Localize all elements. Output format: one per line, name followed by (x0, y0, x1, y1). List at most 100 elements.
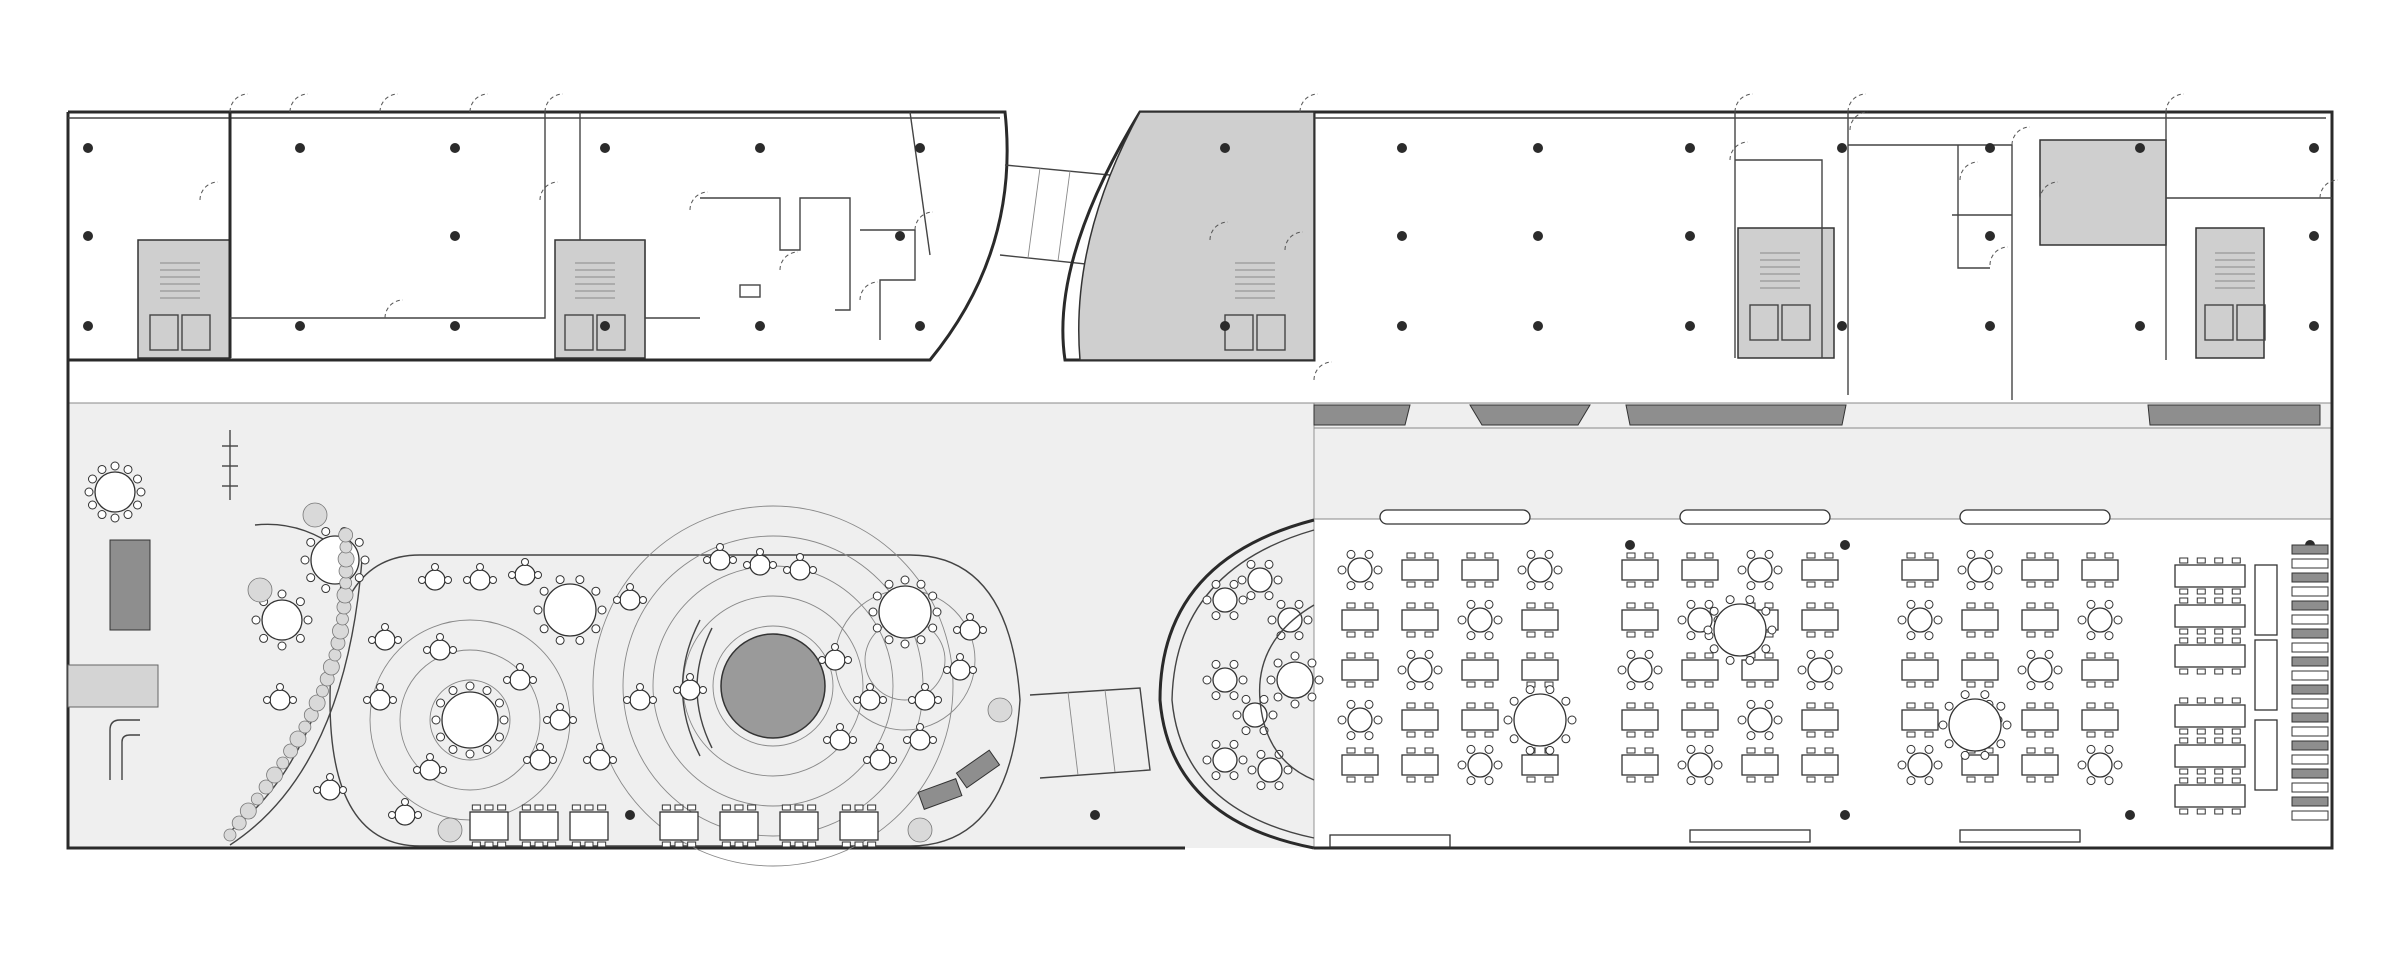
chair-icon (686, 673, 694, 681)
chair-icon (1704, 652, 1714, 659)
elevator-cab (1781, 304, 1811, 341)
round-table-icon (1212, 747, 1238, 773)
chair-icon (136, 487, 146, 497)
door-swing-icon (2039, 181, 2059, 201)
chair-icon (1764, 681, 1774, 688)
chair-icon (2231, 728, 2241, 735)
chair-icon (1424, 747, 1434, 754)
chair-icon (1677, 760, 1687, 770)
chair-icon (1626, 552, 1636, 559)
chair-icon (84, 487, 94, 497)
rect-table-icon (2081, 559, 2119, 581)
rect-table-icon (1961, 659, 1999, 681)
chair-icon (1484, 552, 1494, 559)
rect-table-icon (2021, 709, 2059, 731)
chair-icon (1256, 749, 1266, 759)
chair-icon (1704, 599, 1714, 609)
chair-icon (613, 596, 621, 604)
chair-icon (1484, 731, 1494, 738)
tiered-seat-icon (2291, 782, 2329, 793)
chair-icon (1503, 715, 1513, 725)
chair-icon (1274, 781, 1284, 791)
rect-table-icon (719, 811, 759, 841)
chair-icon (1526, 631, 1536, 638)
chair-icon (277, 589, 287, 599)
rect-table-icon (1741, 659, 1779, 681)
chair-icon (494, 698, 504, 708)
chair-icon (1806, 681, 1816, 691)
chair-icon (1364, 652, 1374, 659)
chair-icon (1906, 552, 1916, 559)
chair-icon (943, 666, 951, 674)
chair-icon (1686, 731, 1696, 738)
chair-icon (1406, 747, 1416, 754)
chair-icon (2231, 588, 2241, 595)
round-table-icon (2027, 657, 2053, 683)
chair-icon (2214, 668, 2224, 675)
column-icon (1625, 540, 1635, 550)
chair-icon (484, 804, 494, 811)
planter-icon (239, 802, 257, 820)
chair-icon (597, 841, 607, 848)
chair-icon (1211, 691, 1221, 701)
round-table-icon (514, 564, 536, 586)
chair-icon (2231, 697, 2241, 704)
planter-icon (266, 766, 283, 784)
column-icon (1397, 321, 1407, 331)
chair-icon (2026, 631, 2036, 638)
chair-icon (1824, 649, 1834, 659)
chair-icon (1704, 552, 1714, 559)
chair-icon (584, 841, 594, 848)
chair-icon (2044, 747, 2054, 754)
chair-icon (1686, 702, 1696, 709)
chair-icon (1644, 649, 1654, 659)
chair-icon (1806, 552, 1816, 559)
chair-icon (2086, 702, 2096, 709)
chair-icon (823, 736, 831, 744)
chair-icon (687, 804, 697, 811)
chair-icon (1745, 595, 1755, 605)
chair-icon (1346, 747, 1356, 754)
chair-icon (1424, 702, 1434, 709)
elevator-cab (596, 314, 626, 351)
chair-icon (1966, 776, 1976, 783)
tiered-seat-icon (2291, 740, 2329, 751)
rect-table-icon (2254, 639, 2278, 711)
rect-table-icon (1521, 609, 1559, 631)
rect-table-icon (1901, 709, 1939, 731)
round-table-icon (429, 639, 451, 661)
chair-icon (1703, 625, 1713, 635)
chair-icon (1704, 581, 1714, 588)
chair-icon (1553, 565, 1563, 575)
chair-icon (841, 804, 851, 811)
chair-icon (494, 732, 504, 742)
elevator-cab (1256, 314, 1286, 351)
round-table-icon (1713, 603, 1767, 657)
chair-icon (306, 537, 316, 547)
chair-icon (1526, 652, 1536, 659)
chair-icon (1346, 581, 1356, 591)
chair-icon (781, 804, 791, 811)
chair-icon (1364, 631, 1374, 638)
chair-icon (1824, 776, 1834, 783)
chair-icon (1424, 581, 1434, 588)
chair-icon (729, 556, 737, 564)
stair-core-icon (2039, 139, 2167, 246)
chair-icon (306, 573, 316, 583)
chair-icon (1484, 702, 1494, 709)
chair-icon (841, 841, 851, 848)
chair-icon (1944, 739, 1954, 749)
chair-icon (1806, 581, 1816, 588)
chair-icon (867, 841, 877, 848)
west-features (67, 430, 238, 780)
chair-icon (2026, 702, 2036, 709)
door-swing-icon (1959, 161, 1979, 181)
chair-icon (482, 744, 492, 754)
chair-icon (448, 686, 458, 696)
chair-icon (133, 500, 143, 510)
chair-icon (818, 656, 826, 664)
round-table-icon (319, 779, 341, 801)
chair-icon (1229, 611, 1239, 621)
rect-table-icon (1741, 754, 1779, 776)
chair-icon (2104, 552, 2114, 559)
